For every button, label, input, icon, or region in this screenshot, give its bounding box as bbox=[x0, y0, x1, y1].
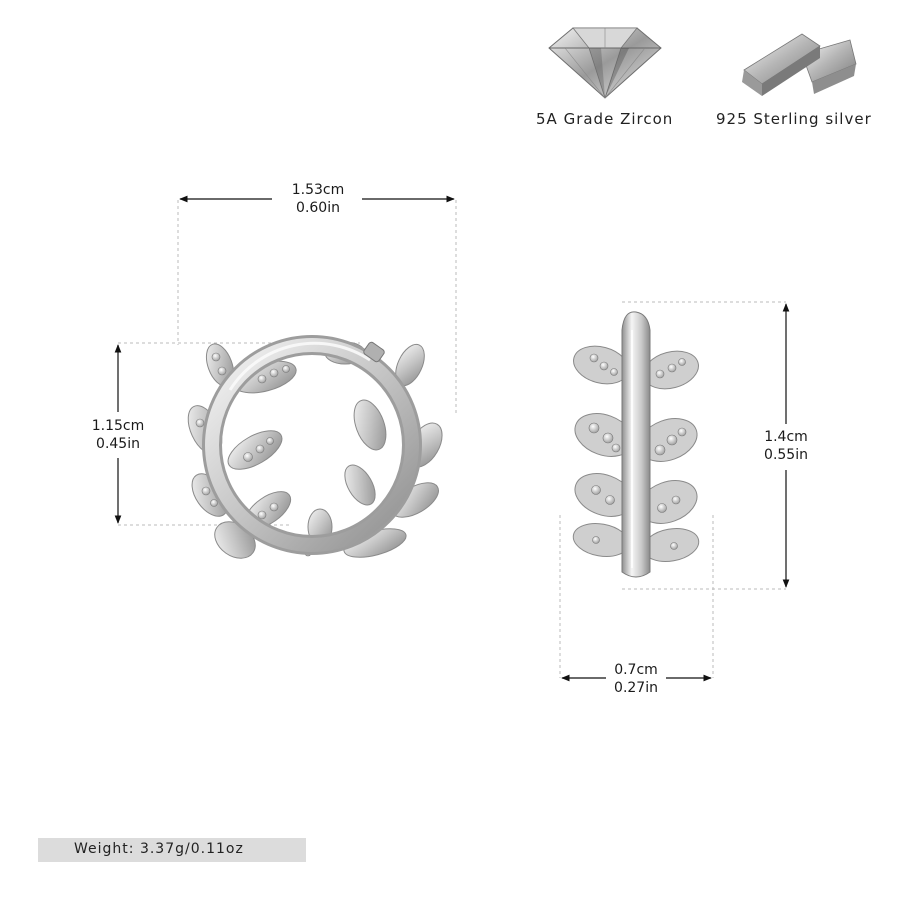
badge-label-zircon: 5A Grade Zircon bbox=[536, 110, 674, 128]
side-height-label: 1.4cm 0.55in bbox=[750, 428, 822, 464]
side-width-in: 0.27in bbox=[614, 680, 658, 696]
weight-bar bbox=[38, 838, 306, 862]
side-width-cm: 0.7cm bbox=[614, 662, 658, 678]
weight-label: Weight: 3.37g/0.11oz bbox=[74, 841, 244, 857]
badge-label-silver: 925 Sterling silver bbox=[716, 110, 872, 128]
side-height-in: 0.55in bbox=[764, 447, 808, 463]
front-width-label: 1.53cm 0.60in bbox=[278, 181, 358, 217]
front-width-in: 0.60in bbox=[296, 200, 340, 216]
front-height-in: 0.45in bbox=[96, 436, 140, 452]
earring-front-view bbox=[187, 335, 443, 559]
front-width-cm: 1.53cm bbox=[291, 182, 345, 198]
diamond-icon bbox=[548, 27, 662, 99]
side-height-cm: 1.4cm bbox=[764, 429, 808, 445]
earring-side-view bbox=[572, 311, 700, 578]
silver-bar-icon bbox=[742, 33, 857, 96]
front-height-label: 1.15cm 0.45in bbox=[82, 417, 154, 453]
side-width-label: 0.7cm 0.27in bbox=[600, 661, 672, 697]
front-height-cm: 1.15cm bbox=[91, 418, 145, 434]
